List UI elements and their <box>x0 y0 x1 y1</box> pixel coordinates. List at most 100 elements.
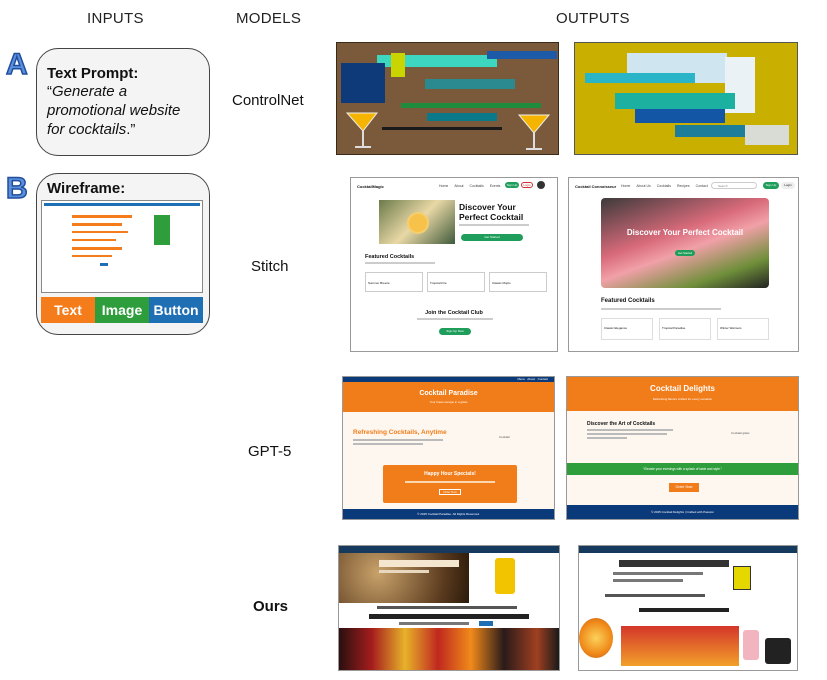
g2-title: Cocktail Delights <box>650 384 715 393</box>
o2-text-line <box>613 572 703 575</box>
cocktail-glass-icon <box>407 212 429 234</box>
bottle-icon <box>495 558 515 594</box>
wireframe-title: Wireframe: <box>47 180 126 197</box>
s1-featured-text <box>365 262 435 264</box>
g2-body-text <box>587 437 627 439</box>
o2-text-line <box>605 594 705 597</box>
o1-button[interactable] <box>479 621 493 626</box>
cocktail-glass-icon <box>345 112 551 150</box>
wf-text <box>72 239 116 241</box>
g2-image-alt: Cocktail glass <box>731 431 750 435</box>
s1-card[interactable]: Tropical Fire <box>427 272 485 292</box>
s1-nav-item[interactable]: Home <box>439 184 449 188</box>
cn1-block <box>487 51 557 59</box>
s1-cta-button[interactable]: Get Started <box>461 234 523 241</box>
g2-banner: “Elevate your evenings with a splash of … <box>567 463 798 475</box>
o2-drinks-image <box>621 626 739 666</box>
wf-nav <box>44 203 200 206</box>
controlnet-output-1 <box>336 42 559 155</box>
orange-slice-icon <box>579 618 613 658</box>
cn1-block <box>401 103 541 108</box>
cn1-block <box>425 79 515 89</box>
s1-hero-text <box>459 224 529 226</box>
s2-brand: Cocktail Connoisseur <box>575 184 617 189</box>
g1-happy-text <box>405 481 495 483</box>
s2-nav-item[interactable]: About Us <box>636 184 651 188</box>
s2-nav-item[interactable]: Home <box>621 184 631 188</box>
o1-subheading <box>369 614 529 619</box>
model-stitch: Stitch <box>251 258 289 275</box>
s2-login-button[interactable]: Login <box>781 182 795 189</box>
g1-heading: Refreshing Cocktails, Anytime <box>353 429 447 436</box>
o1-hero-title <box>379 560 459 567</box>
cn2-block <box>585 73 695 83</box>
model-controlnet: ControlNet <box>232 92 304 109</box>
models-header: MODELS <box>236 10 302 27</box>
o2-label-image <box>733 566 751 590</box>
wf-text <box>72 255 112 257</box>
wf-text <box>72 223 122 226</box>
g2-footer: © 2025 Cocktail Delights | Crafted with … <box>567 505 798 519</box>
s1-club-button[interactable]: Sign Up Now <box>439 328 471 335</box>
s2-nav-item[interactable]: Recipes <box>676 184 690 188</box>
s1-hero-image <box>379 200 455 244</box>
g1-subtitle: Your finest escape in a glass <box>429 400 468 404</box>
o1-text-line <box>399 622 469 625</box>
model-gpt5: GPT-5 <box>248 443 292 460</box>
cn1-block <box>427 113 497 121</box>
stitch-output-2: Cocktail Connoisseur Home About Us Cockt… <box>568 177 799 352</box>
s1-card[interactable]: Classic Mojito <box>489 272 547 292</box>
wireframe-sketch <box>41 200 203 293</box>
bottle-icon <box>743 630 759 660</box>
s1-hero-line-2: Perfect Cocktail <box>459 212 524 222</box>
g2-order-button[interactable]: Order Now <box>669 483 699 492</box>
wf-text <box>72 231 128 233</box>
g2-body-text <box>587 429 673 431</box>
wf-text <box>72 215 132 218</box>
s2-search-input[interactable]: Search <box>711 182 757 189</box>
s2-nav-item[interactable]: Contact <box>695 184 708 188</box>
legend-text: Text <box>41 297 95 323</box>
o2-title <box>619 560 729 567</box>
wf-button <box>100 263 108 266</box>
g1-image-alt: Cocktail <box>499 435 510 439</box>
s2-cta-button[interactable]: Get Started <box>675 250 695 256</box>
cn2-block <box>615 93 735 109</box>
s2-card[interactable]: Winter Warmers <box>717 318 769 340</box>
text-prompt-title: Text Prompt: <box>47 65 139 82</box>
quote-open: “ <box>47 83 52 100</box>
s2-nav-item[interactable]: Cocktails <box>656 184 671 188</box>
gpt5-output-2: Cocktail Delights Refreshing flavors cra… <box>566 376 799 520</box>
g1-body-text <box>353 439 443 441</box>
g1-nav-item[interactable]: Menu <box>517 377 525 381</box>
s1-brand: CocktailMagic <box>357 184 384 189</box>
s1-login-button[interactable]: Login <box>521 182 533 188</box>
wireframe-legend: Text Image Button <box>41 297 203 323</box>
stitch-output-1: CocktailMagic Home About Cocktails Event… <box>350 177 558 352</box>
s1-nav-item[interactable]: Events <box>489 184 501 188</box>
s1-card[interactable]: Summer Breeze <box>365 272 423 292</box>
s1-nav-item[interactable]: Cocktails <box>469 184 484 188</box>
g1-happy-button[interactable]: Order Now <box>439 489 461 495</box>
s1-signup-button[interactable]: Sign Up <box>505 182 519 188</box>
s1-avatar[interactable] <box>537 181 545 189</box>
s2-featured-text <box>601 308 721 310</box>
s2-nav: Home About Us Cocktails Recipes Contact <box>621 184 708 188</box>
legend-button: Button <box>149 297 203 323</box>
s1-club-heading: Join the Cocktail Club <box>425 310 483 316</box>
s2-card[interactable]: Classic Elegance <box>601 318 653 340</box>
s1-nav-item[interactable]: About <box>454 184 464 188</box>
ours-output-2 <box>578 545 798 671</box>
o2-text-line <box>613 579 683 582</box>
o2-subheading <box>639 608 729 612</box>
g1-nav: Menu About Contact <box>343 377 554 382</box>
g1-nav-item[interactable]: Contact <box>537 377 548 381</box>
o1-nav-bar <box>339 546 559 553</box>
o1-bottles-image <box>339 628 559 670</box>
prompt-line-2: promotional website <box>47 102 181 119</box>
s2-signup-button[interactable]: Sign Up <box>763 182 779 189</box>
g1-nav-item[interactable]: About <box>527 377 536 381</box>
g1-title: Cocktail Paradise <box>419 390 478 397</box>
g2-heading: Discover the Art of Cocktails <box>587 421 656 427</box>
s2-card[interactable]: Tropical Paradise <box>659 318 711 340</box>
